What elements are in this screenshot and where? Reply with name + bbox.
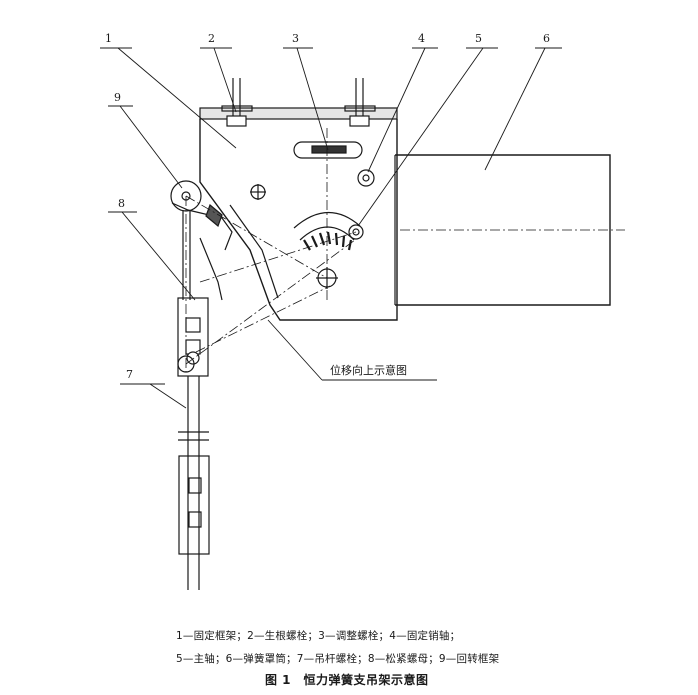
- scale-arc: [293, 211, 361, 251]
- callout-4: 4: [418, 32, 425, 45]
- fixed-pin: [357, 169, 375, 187]
- callout-9: 9: [114, 91, 121, 104]
- adjusting-pin: [348, 224, 364, 240]
- callout-7: 7: [126, 368, 133, 381]
- adjusting-bolt-slot: [293, 141, 363, 159]
- callout-5: 5: [475, 32, 482, 45]
- callout-8: 8: [118, 197, 125, 210]
- displacement-annotation: 位移向上示意图: [330, 363, 407, 377]
- callout-3: 3: [292, 32, 299, 45]
- legend-line-2: 5—主轴；6—弹簧罩筒；7—吊杆螺栓；8—松紧螺母；9—回转框架: [176, 653, 500, 665]
- hanger-diagram: 1 2 3 4 5 6 9 8 7 位移向上示意图: [100, 32, 625, 590]
- spring-housing-cylinder: [394, 154, 611, 306]
- callout-2: 2: [208, 32, 215, 45]
- root-bolt-left: [221, 78, 253, 127]
- legend-line-1: 1—固定框架；2—生根螺栓；3—调整螺栓；4—固定销轴；: [176, 630, 461, 642]
- callout-1: 1: [105, 32, 112, 45]
- turnbuckle: [177, 297, 209, 377]
- callout-6: 6: [543, 32, 550, 45]
- fixed-frame: [199, 107, 398, 321]
- root-bolt-right: [344, 78, 376, 127]
- figure-caption: 图 1 恒力弹簧支吊架示意图: [265, 673, 429, 687]
- hanger-rod: [178, 376, 210, 590]
